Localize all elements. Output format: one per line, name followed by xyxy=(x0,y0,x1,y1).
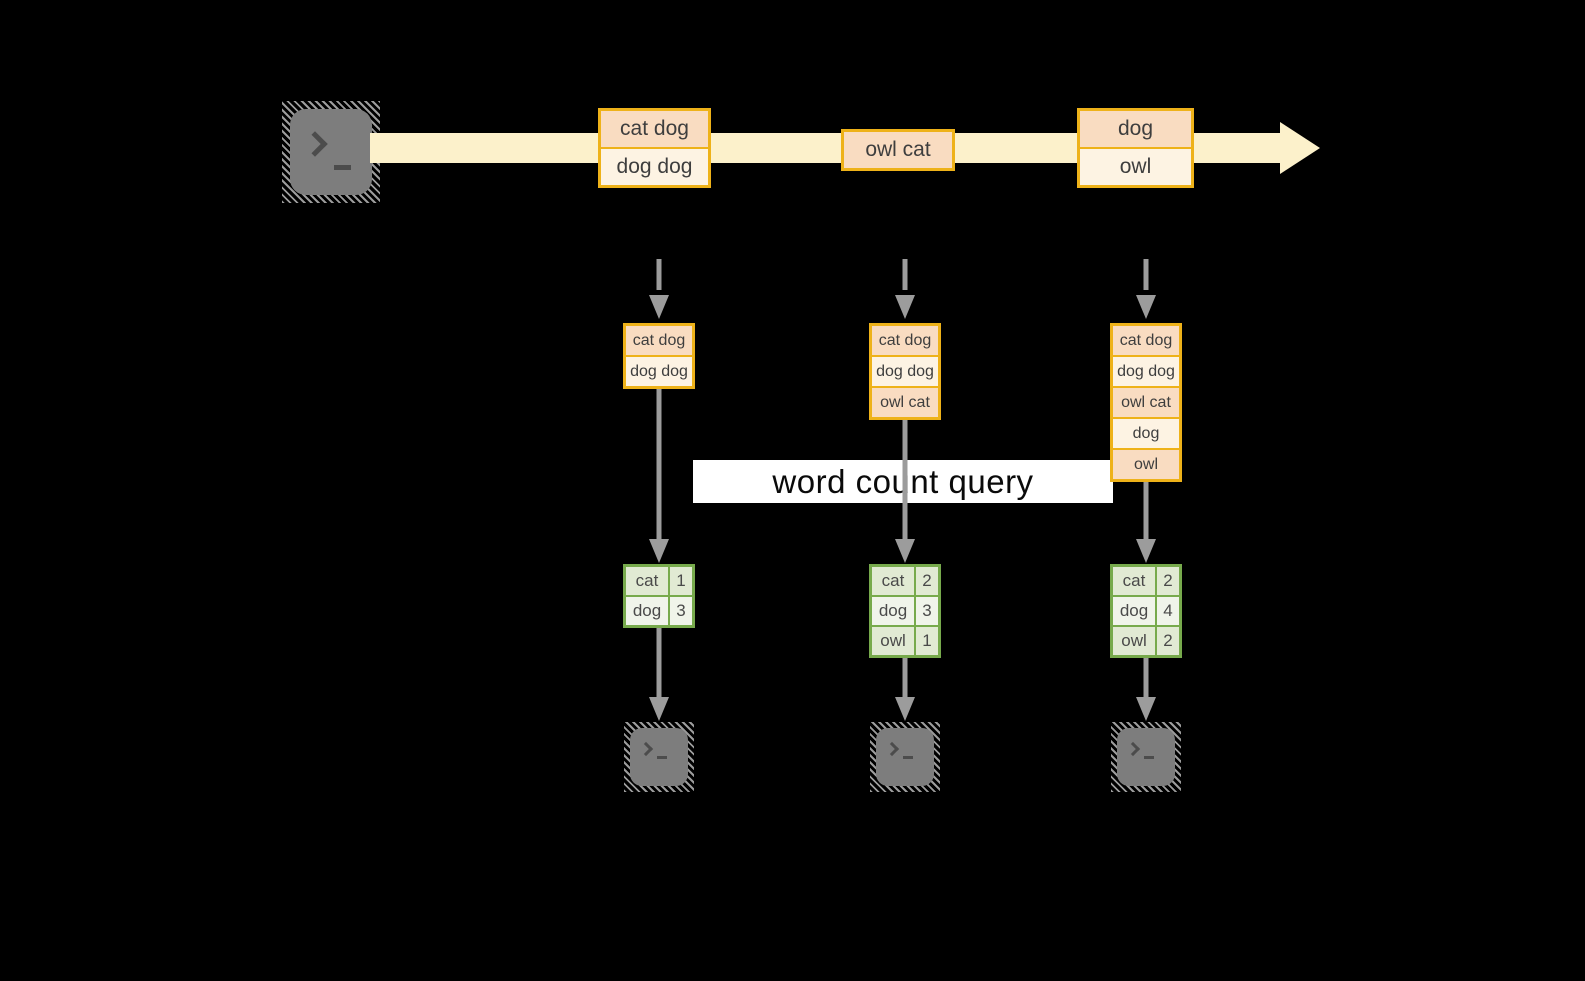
state-cell: dog dog xyxy=(626,355,692,386)
arrowhead-icon xyxy=(1136,295,1156,319)
word-cell: cat xyxy=(872,567,914,595)
word-cell: cat xyxy=(1113,567,1155,595)
prompt-chevron-icon xyxy=(302,131,328,157)
prompt-cursor-icon xyxy=(1144,756,1154,759)
state-cell: dog xyxy=(1113,417,1179,448)
word-count-table: cat 2 dog 4 owl 2 xyxy=(1110,564,1182,658)
word-cell: dog xyxy=(872,597,914,625)
state-cell: dog dog xyxy=(872,355,938,386)
arrowhead-icon xyxy=(1136,539,1156,563)
word-cell: owl xyxy=(1113,627,1155,655)
arrowhead-icon xyxy=(895,697,915,721)
output-terminal-icon xyxy=(1111,722,1181,792)
stream-event-cell: cat dog xyxy=(601,111,708,147)
query-label-band: word count query xyxy=(693,460,1113,503)
stream-event-box: dog owl xyxy=(1077,108,1194,188)
state-cell: cat dog xyxy=(626,326,692,355)
count-cell: 1 xyxy=(670,567,692,595)
source-terminal-icon xyxy=(282,101,380,203)
count-cell: 3 xyxy=(916,597,938,625)
prompt-chevron-icon xyxy=(638,741,654,757)
word-cell: owl xyxy=(872,627,914,655)
state-cell: owl xyxy=(1113,448,1179,479)
arrowhead-icon xyxy=(1136,697,1156,721)
count-cell: 2 xyxy=(916,567,938,595)
prompt-cursor-icon xyxy=(657,756,667,759)
stream-event-box: owl cat xyxy=(841,129,955,171)
output-terminal-icon xyxy=(624,722,694,792)
prompt-cursor-icon xyxy=(334,165,351,170)
state-cell: cat dog xyxy=(872,326,938,355)
terminal-screen xyxy=(290,109,372,195)
count-cell: 1 xyxy=(916,627,938,655)
arrowhead-icon xyxy=(895,295,915,319)
stream-event-box: cat dog dog dog xyxy=(598,108,711,188)
arrowhead-icon xyxy=(649,295,669,319)
word-cell: cat xyxy=(626,567,668,595)
stream-event-cell: dog xyxy=(1080,111,1191,147)
state-cell: dog dog xyxy=(1113,355,1179,386)
word-count-table: cat 2 dog 3 owl 1 xyxy=(869,564,941,658)
stream-event-cell: owl cat xyxy=(844,132,952,168)
query-label: word count query xyxy=(772,463,1034,500)
terminal-screen xyxy=(876,728,934,786)
state-buffer-box: cat dog dog dog owl cat dog owl xyxy=(1110,323,1182,482)
count-cell: 4 xyxy=(1157,597,1179,625)
state-buffer-box: cat dog dog dog xyxy=(623,323,695,389)
arrowhead-icon xyxy=(649,697,669,721)
stream-event-cell: owl xyxy=(1080,147,1191,185)
terminal-screen xyxy=(1117,728,1175,786)
count-cell: 2 xyxy=(1157,567,1179,595)
state-cell: owl cat xyxy=(1113,386,1179,417)
word-cell: dog xyxy=(626,597,668,625)
word-count-table: cat 1 dog 3 xyxy=(623,564,695,628)
output-terminal-icon xyxy=(870,722,940,792)
state-buffer-box: cat dog dog dog owl cat xyxy=(869,323,941,420)
state-cell: owl cat xyxy=(872,386,938,417)
word-cell: dog xyxy=(1113,597,1155,625)
arrowhead-icon xyxy=(895,539,915,563)
prompt-chevron-icon xyxy=(884,741,900,757)
arrowhead-icon xyxy=(649,539,669,563)
count-cell: 2 xyxy=(1157,627,1179,655)
prompt-cursor-icon xyxy=(903,756,913,759)
prompt-chevron-icon xyxy=(1125,741,1141,757)
stream-event-cell: dog dog xyxy=(601,147,708,185)
stream-arrowhead-icon xyxy=(1280,122,1320,174)
count-cell: 3 xyxy=(670,597,692,625)
terminal-screen xyxy=(630,728,688,786)
state-cell: cat dog xyxy=(1113,326,1179,355)
